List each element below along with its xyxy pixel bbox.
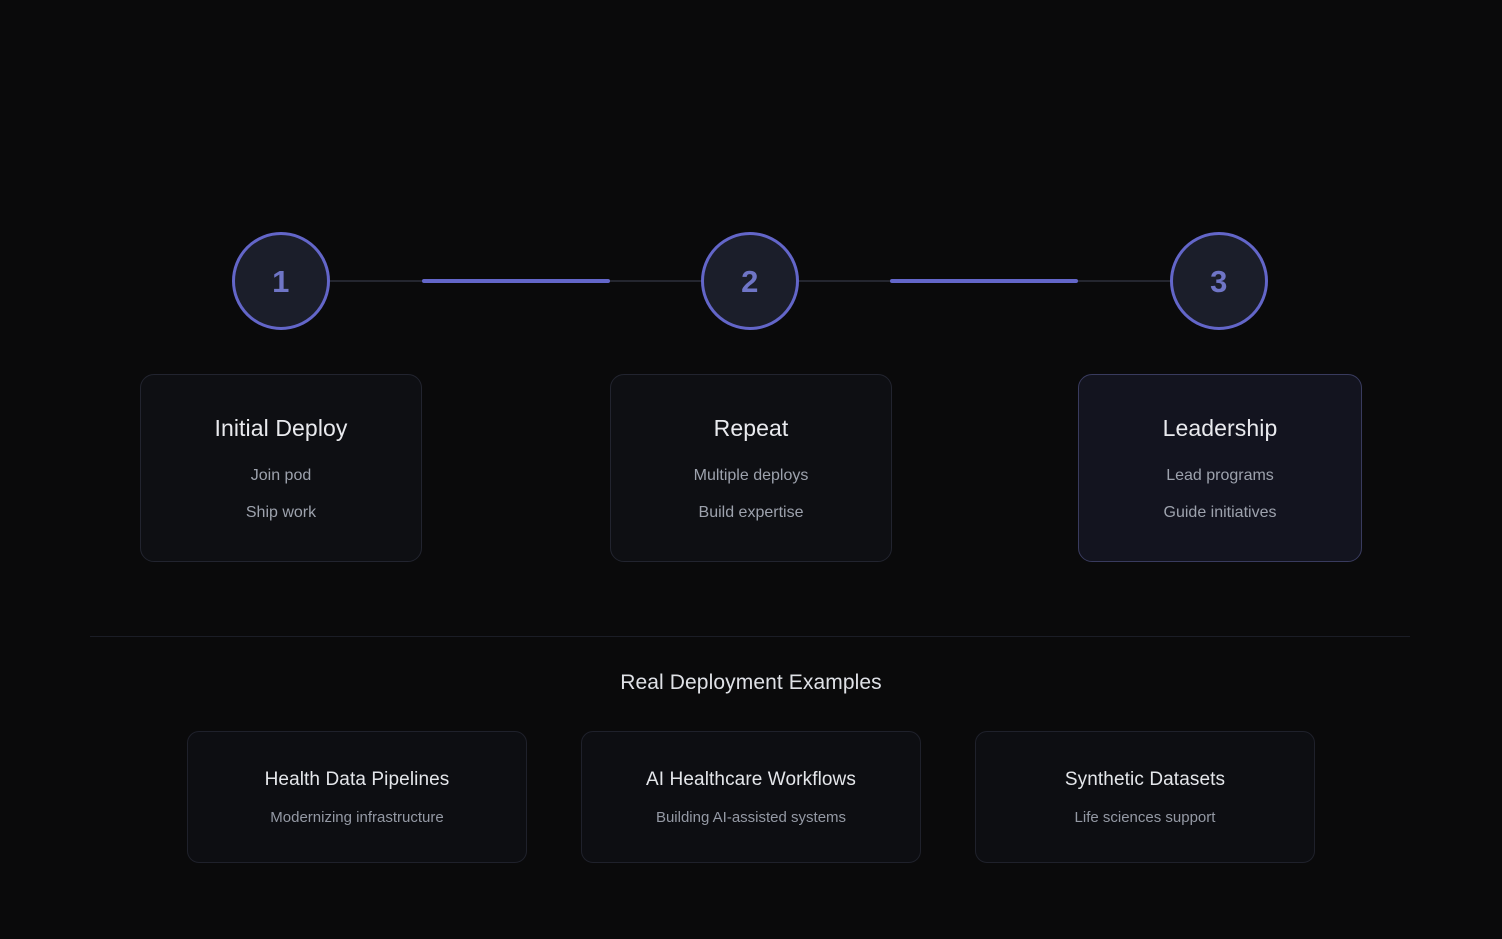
stage-title: Repeat: [713, 415, 789, 441]
connector-progress-2-3: [890, 279, 1078, 283]
step-number-3: 3: [1210, 263, 1228, 299]
step-node-1[interactable]: 1: [232, 232, 330, 330]
stepper-track: 1 2 3: [0, 232, 1502, 332]
example-subtitle: Building AI-assisted systems: [655, 809, 847, 826]
stage-detail-line: Build expertise: [698, 504, 804, 521]
stage-card-leadership[interactable]: Leadership Lead programs Guide initiativ…: [1078, 374, 1362, 562]
example-card-synthetic-datasets[interactable]: Synthetic Datasets Life sciences support: [975, 731, 1315, 863]
example-subtitle: Modernizing infrastructure: [270, 809, 444, 826]
step-node-3[interactable]: 3: [1170, 232, 1268, 330]
example-title: AI Healthcare Workflows: [646, 769, 856, 790]
section-divider: [90, 636, 1410, 637]
example-card-ai-healthcare-workflows[interactable]: AI Healthcare Workflows Building AI-assi…: [581, 731, 921, 863]
stage-card-initial-deploy[interactable]: Initial Deploy Join pod Ship work: [140, 374, 422, 562]
connector-progress-1-2: [422, 279, 610, 283]
examples-section-heading: Real Deployment Examples: [620, 671, 882, 694]
stage-detail-line: Multiple deploys: [693, 467, 809, 484]
stage-title: Initial Deploy: [214, 415, 348, 441]
stage-detail-line: Lead programs: [1166, 467, 1274, 484]
step-number-2: 2: [741, 263, 759, 299]
stage-detail-line: Ship work: [245, 504, 317, 521]
example-title: Health Data Pipelines: [264, 769, 450, 790]
stage-title: Leadership: [1162, 415, 1278, 441]
step-number-1: 1: [272, 263, 290, 299]
example-subtitle: Life sciences support: [1074, 809, 1216, 826]
example-card-health-data-pipelines[interactable]: Health Data Pipelines Modernizing infras…: [187, 731, 527, 863]
stage-detail-line: Join pod: [250, 467, 312, 484]
step-node-2[interactable]: 2: [701, 232, 799, 330]
stage-card-repeat[interactable]: Repeat Multiple deploys Build expertise: [610, 374, 892, 562]
stage-detail-line: Guide initiatives: [1163, 504, 1277, 521]
example-title: Synthetic Datasets: [1064, 769, 1226, 790]
